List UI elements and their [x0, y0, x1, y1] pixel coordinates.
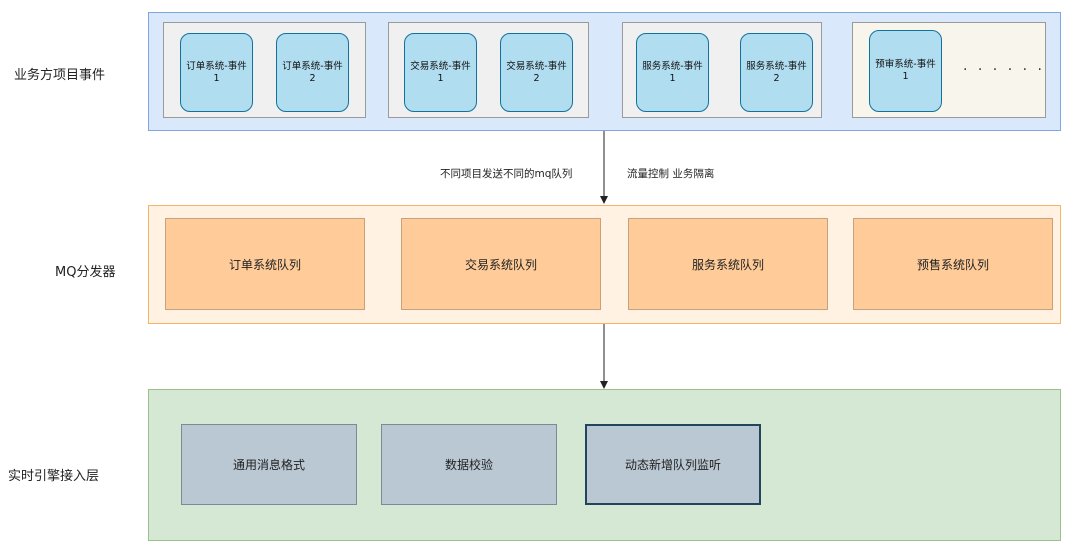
arrow-note-left: 不同项目发送不同的mq队列 [440, 168, 573, 180]
event-node[interactable]: 订单系统-事件1 [180, 33, 253, 112]
event-node[interactable]: 订单系统-事件2 [276, 33, 349, 112]
queue-node[interactable]: 交易系统队列 [401, 218, 601, 310]
queue-node[interactable]: 预售系统队列 [853, 218, 1053, 310]
more-events-ellipsis: · · · · · · [963, 62, 1045, 78]
queue-node[interactable]: 服务系统队列 [628, 218, 828, 310]
arrowhead-events-to-mq [600, 196, 608, 204]
queue-node[interactable]: 订单系统队列 [165, 218, 365, 310]
arrowhead-mq-to-engine [600, 381, 608, 389]
module-node[interactable]: 通用消息格式 [181, 424, 357, 505]
layer-label-engine: 实时引擎接入层 [8, 469, 100, 484]
layer-label-mq: MQ分发器 [55, 265, 116, 280]
module-node[interactable]: 数据校验 [381, 424, 557, 505]
event-node[interactable]: 交易系统-事件2 [500, 33, 573, 112]
arrow-note-right: 流量控制 业务隔离 [627, 168, 715, 180]
event-node[interactable]: 服务系统-事件1 [636, 33, 709, 112]
layer-label-events: 业务方项目事件 [14, 68, 106, 83]
module-node-highlighted[interactable]: 动态新增队列监听 [585, 424, 761, 505]
event-node[interactable]: 预审系统-事件1 [869, 30, 942, 112]
event-node[interactable]: 交易系统-事件1 [404, 33, 477, 112]
event-node[interactable]: 服务系统-事件2 [740, 33, 813, 112]
